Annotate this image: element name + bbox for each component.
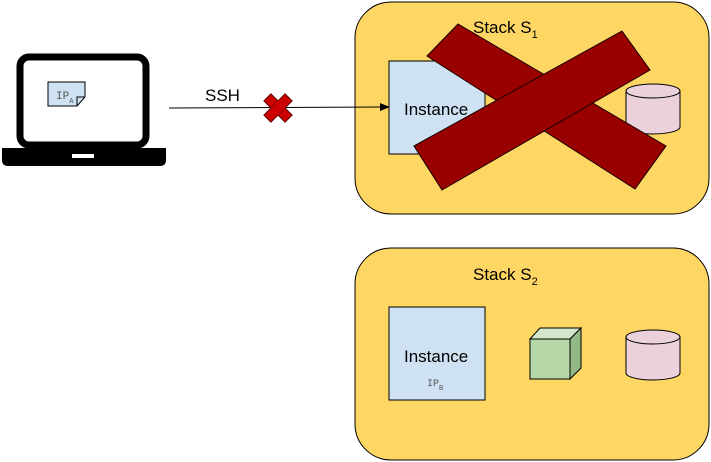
stack-1-subscript: 1 [532,29,538,41]
svg-text:Stack S2: Stack S2 [473,265,538,288]
stack-destroyed-cross-icon [413,23,667,191]
laptop-icon: IPA [2,53,166,166]
connection-blocked-icon [263,93,293,123]
svg-text:IPA: IPA [56,91,74,106]
stack-2-cube-icon [528,326,583,381]
laptop-screen [16,53,150,149]
stack-2-instance [388,306,486,401]
stack-2-instance-label: Instance [404,347,468,366]
stack-1-title: Stack S [473,18,532,37]
stack-2-database-icon [625,329,681,381]
ssh-label: SSH [205,86,240,105]
stack-2-ip-label: IP [427,379,439,390]
stack-2-ip-subscript: B [439,385,443,393]
ip-note-icon [47,81,86,107]
svg-text:IPB: IPB [427,379,443,393]
stack-2-title: Stack S [473,265,532,284]
stack-1-database-icon [625,83,681,135]
laptop-ip-subscript: A [69,98,74,106]
stack-2-subscript: 2 [532,276,538,288]
laptop-ip-label: IP [56,91,70,103]
laptop-trackpad-notch [72,154,94,158]
stack-1-instance-label: Instance [404,100,468,119]
svg-text:Stack S1: Stack S1 [473,18,538,41]
